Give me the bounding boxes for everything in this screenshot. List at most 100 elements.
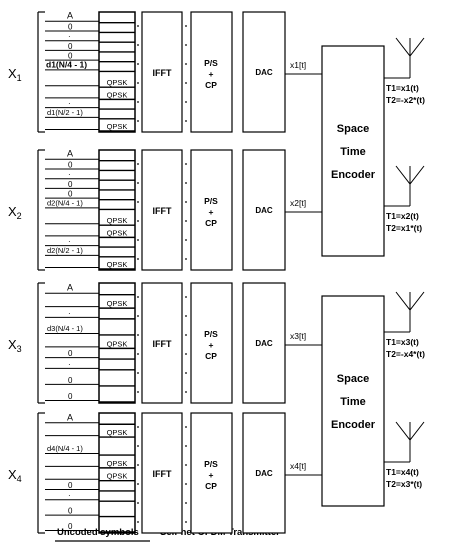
tap-dot: [137, 182, 139, 184]
tap-dot: [137, 464, 139, 466]
tap-dot: [185, 182, 187, 184]
input-label: 0: [68, 42, 73, 51]
ifft-label: IFFT: [153, 68, 172, 78]
ifft-block: [141, 412, 183, 534]
input-label: A: [67, 11, 73, 21]
ps-cp-label: P/S: [204, 58, 218, 68]
input-label: ·: [68, 491, 71, 500]
input-label: 0: [68, 180, 73, 189]
tap-dot: [137, 239, 139, 241]
dac-block: [242, 149, 286, 271]
input-label: A: [67, 412, 73, 422]
ps-cp-label: P/S: [204, 196, 218, 206]
tap-dot: [137, 334, 139, 336]
group-label: X3: [8, 337, 22, 354]
tap-dot: [137, 163, 139, 165]
tap-dot: [185, 502, 187, 504]
transmit-symbol-2: T2=-x2*(t): [386, 95, 425, 105]
input-label: 0: [68, 22, 73, 31]
tap-dot: [185, 239, 187, 241]
input-label: 0: [68, 522, 73, 531]
input-label: d1(N/2 - 1): [47, 108, 83, 117]
tap-dot: [185, 25, 187, 27]
ifft-label: IFFT: [153, 206, 172, 216]
transmit-symbol-2: T2=x1*(t): [386, 223, 422, 233]
tap-dot: [137, 101, 139, 103]
tap-dot: [185, 163, 187, 165]
input-label: A: [67, 149, 73, 159]
encoder-block: [321, 295, 385, 507]
tap-dot: [185, 101, 187, 103]
tap-dot: [137, 391, 139, 393]
input-label: 0: [68, 349, 73, 358]
dac-block: [242, 412, 286, 534]
ps-cp-block: [190, 282, 233, 404]
tap-dot: [185, 483, 187, 485]
tap-dot: [137, 483, 139, 485]
input-label: 0: [68, 481, 73, 490]
tap-dot: [185, 201, 187, 203]
input-label: 0: [68, 160, 73, 169]
encoder-label: Space: [337, 373, 369, 385]
tap-dot: [185, 521, 187, 523]
input-label: ·: [68, 99, 71, 108]
ifft-label: IFFT: [153, 469, 172, 479]
tap-dot: [185, 353, 187, 355]
transmit-symbol-1: T1=x4(t): [386, 467, 419, 477]
tap-dot: [137, 220, 139, 222]
dac-block: [242, 282, 286, 404]
input-label: ·: [68, 170, 71, 179]
group-label: X2: [8, 204, 22, 221]
antenna-2: T1=x2(t) T2=x1*(t): [384, 165, 425, 233]
tap-dot: [185, 334, 187, 336]
qpsk-cell-label: QPSK: [107, 459, 128, 468]
tap-dot: [137, 296, 139, 298]
transmit-symbol-1: T1=x2(t): [386, 211, 419, 221]
input-label: A: [67, 283, 73, 293]
ps-cp-label: CP: [205, 351, 217, 361]
qpsk-cell-label: QPSK: [107, 122, 128, 131]
ifft-block: [141, 149, 183, 271]
antenna-3: T1=x3(t)T2=-x4*(t): [384, 291, 425, 359]
signal-label: x2[t]: [290, 198, 306, 208]
encoder-label: Time: [340, 396, 365, 408]
register-frame: [98, 282, 136, 404]
tap-dot: [185, 82, 187, 84]
ifft-block: [141, 282, 183, 404]
ifft-label: IFFT: [153, 339, 172, 349]
qpsk-cell-label: QPSK: [107, 472, 128, 481]
qpsk-cell-label: QPSK: [107, 339, 128, 348]
input-label: d2(N/4 - 1): [47, 198, 83, 207]
dac-block: [242, 11, 286, 133]
ps-cp-label: CP: [205, 218, 217, 228]
signal-label: x1[t]: [290, 60, 306, 70]
input-label: 0: [68, 392, 73, 401]
ps-cp-label: CP: [205, 481, 217, 491]
input-label: d1(N/4 - 1): [46, 59, 87, 69]
tap-dot: [137, 63, 139, 65]
input-label: ·: [68, 32, 71, 41]
tap-dot: [137, 25, 139, 27]
encoder-label: Space: [337, 123, 369, 135]
encoder-label: Encoder: [331, 419, 376, 431]
register-frame: [98, 412, 136, 534]
input-label: ·: [68, 360, 71, 369]
qpsk-cell-label: QPSK: [107, 299, 128, 308]
tap-dot: [185, 464, 187, 466]
tap-dot: [185, 372, 187, 374]
dac-label: DAC: [255, 68, 273, 77]
qpsk-cell-label: QPSK: [107, 78, 128, 87]
transmit-symbol-1: T1=x1(t): [386, 83, 419, 93]
tap-dot: [137, 201, 139, 203]
tap-dot: [137, 315, 139, 317]
encoder-label: Time: [340, 146, 365, 158]
signal-label: x3[t]: [290, 331, 306, 341]
input-label: 0: [68, 376, 73, 385]
tap-dot: [185, 120, 187, 122]
tap-dot: [185, 426, 187, 428]
